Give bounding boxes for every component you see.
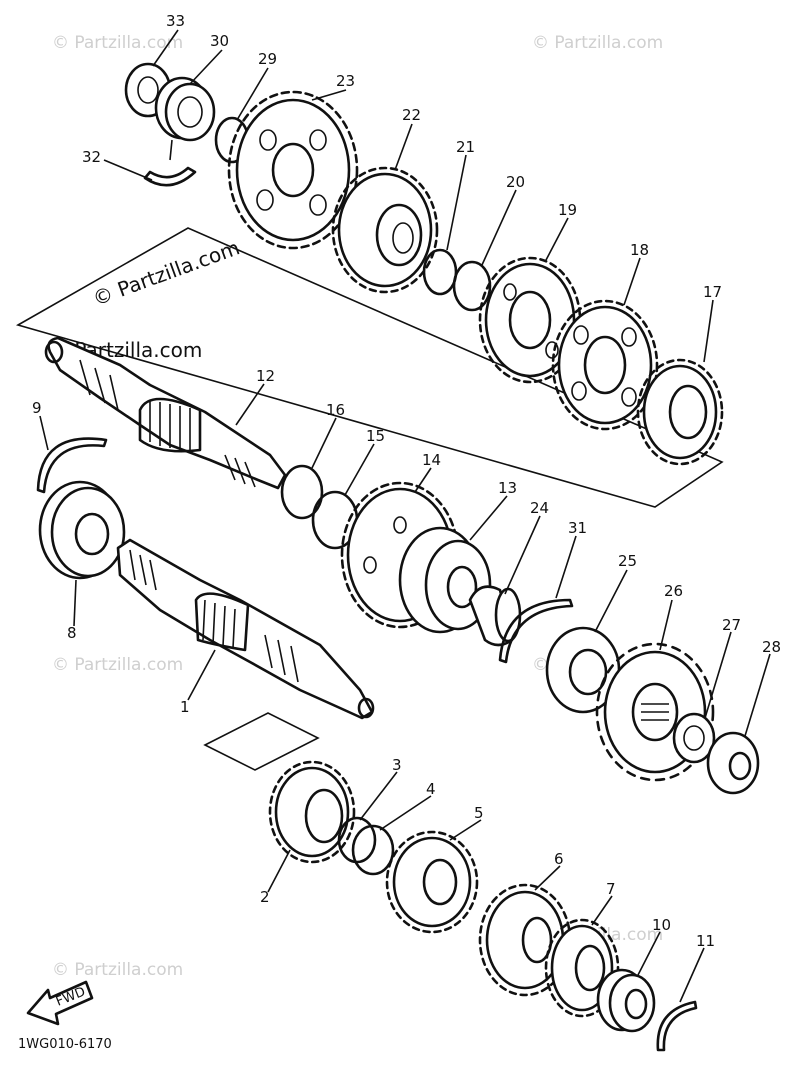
part-18-gear	[551, 299, 659, 431]
part-20-washer	[452, 260, 492, 312]
part-7-gear	[544, 918, 620, 1018]
callout-8: 8	[67, 624, 77, 642]
callout-25: 25	[618, 552, 637, 570]
callout-15: 15	[366, 427, 385, 445]
part-2-gear	[268, 760, 356, 864]
watermark-rotated-text: © Partzilla.com	[90, 235, 243, 310]
assembly-outline-upper	[15, 227, 724, 508]
callout-17: 17	[703, 283, 722, 301]
callout-21: 21	[456, 138, 475, 156]
part-21-circlip	[422, 248, 458, 296]
part-24-collar	[468, 585, 522, 647]
watermark-text: © Partzilla.com	[532, 33, 663, 53]
callout-1: 1	[180, 698, 190, 716]
callout-14: 14	[422, 451, 441, 469]
part-13-collar	[398, 526, 492, 634]
part-16-circlip	[280, 464, 324, 520]
callout-13: 13	[498, 479, 517, 497]
part-27-lock-washer	[672, 712, 716, 764]
watermark-text: © Partzilla.com	[52, 960, 183, 980]
callout-9: 9	[32, 399, 42, 417]
part-1-drive-axle	[116, 538, 375, 720]
fwd-arrow-icon: FWD	[26, 980, 94, 1026]
callout-32: 32	[82, 148, 101, 166]
part-28-nut	[706, 731, 760, 795]
callout-labels: 33 30 32 29 23 22 21 20 19 18 17 12 16 1…	[32, 12, 781, 950]
callout-20: 20	[506, 173, 525, 191]
part-22-gear	[331, 166, 439, 294]
callout-29: 29	[258, 50, 277, 68]
leader-lines	[39, 29, 771, 1003]
watermark-text: © Partzilla.com	[52, 33, 183, 53]
part-9-circlip	[36, 437, 108, 494]
part-3-circlip	[337, 816, 377, 864]
part-23-gear	[227, 90, 359, 250]
callout-6: 6	[554, 850, 564, 868]
callout-22: 22	[402, 106, 421, 124]
callout-18: 18	[630, 241, 649, 259]
part-10-bearing	[596, 968, 656, 1033]
callout-24: 24	[530, 499, 549, 517]
callout-2: 2	[260, 888, 270, 906]
assembly-outline-lower	[203, 712, 320, 771]
part-12-main-axle	[44, 336, 287, 490]
callout-23: 23	[336, 72, 355, 90]
callout-7: 7	[606, 880, 616, 898]
part-11-circlip	[656, 1000, 698, 1052]
callout-26: 26	[664, 582, 683, 600]
callout-27: 27	[722, 616, 741, 634]
callout-33: 33	[166, 12, 185, 30]
diagram-code: 1WG010-6170	[18, 1037, 112, 1052]
callout-12: 12	[256, 367, 275, 385]
part-30-bearing	[154, 76, 216, 142]
part-32-circlip	[143, 166, 197, 187]
callout-31: 31	[568, 519, 587, 537]
callout-19: 19	[558, 201, 577, 219]
callout-4: 4	[426, 780, 436, 798]
callout-16: 16	[326, 401, 345, 419]
part-17-gear	[636, 358, 724, 466]
watermark-text: © Partzilla.com	[52, 655, 183, 675]
part-31-circlip	[498, 598, 574, 664]
callout-5: 5	[474, 804, 484, 822]
part-4-washer	[351, 824, 395, 876]
callout-3: 3	[392, 756, 402, 774]
callout-10: 10	[652, 916, 671, 934]
callout-11: 11	[696, 932, 715, 950]
callout-30: 30	[210, 32, 229, 50]
part-8-bearing	[38, 480, 126, 580]
part-5-gear	[385, 830, 479, 934]
callout-28: 28	[762, 638, 781, 656]
